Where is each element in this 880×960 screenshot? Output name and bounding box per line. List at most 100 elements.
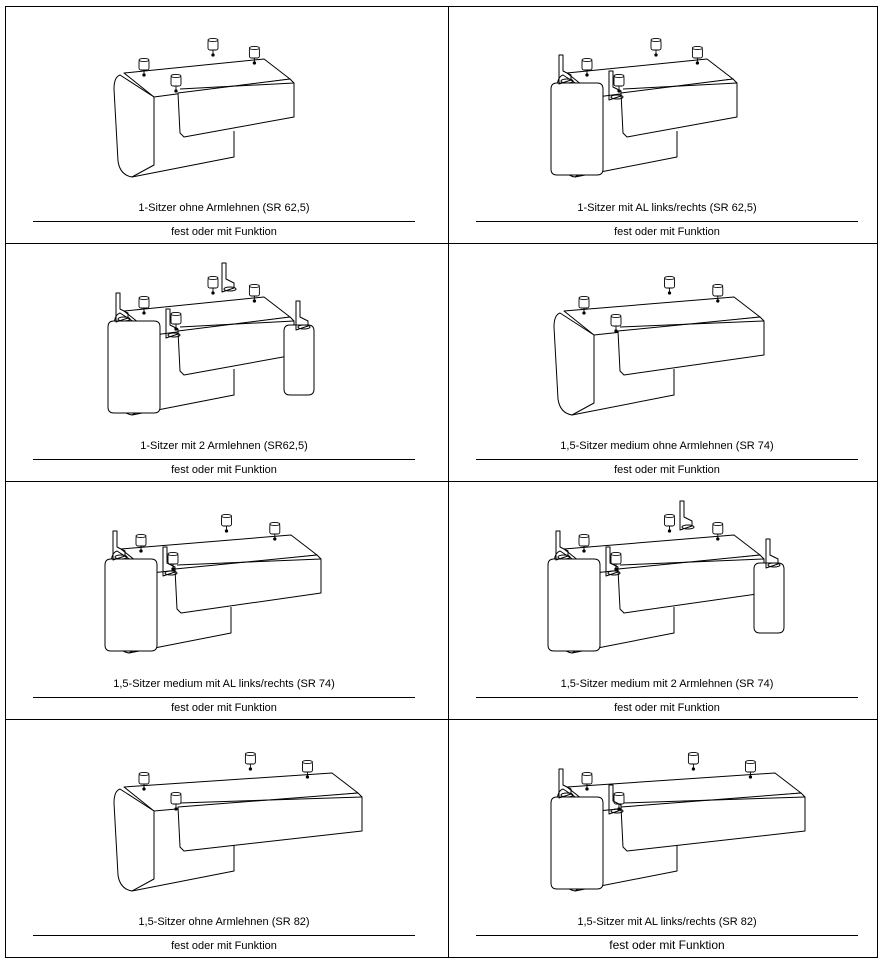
seat-cushion-block bbox=[174, 554, 322, 614]
seat-cushion-edge bbox=[179, 320, 295, 328]
armrest-bracket-icon bbox=[164, 570, 178, 576]
seat-base bbox=[131, 369, 235, 416]
variant-caption: fest oder mit Funktion bbox=[171, 226, 277, 238]
armrest-bracket-icon bbox=[558, 54, 572, 85]
mounting-peg-icon bbox=[650, 37, 662, 57]
armrest-block bbox=[753, 562, 785, 634]
armrest-bracket-icon bbox=[608, 784, 622, 815]
mounting-peg-icon bbox=[610, 313, 622, 333]
variant-caption: fest oder mit Funktion bbox=[609, 938, 725, 952]
grid-divider-row-1 bbox=[6, 243, 877, 244]
armrest-bracket-icon bbox=[607, 570, 621, 576]
armrest-bracket-icon bbox=[560, 792, 574, 798]
mounting-peg-icon bbox=[712, 521, 724, 541]
mounting-peg-icon bbox=[135, 533, 147, 553]
variant-caption: fest oder mit Funktion bbox=[614, 702, 720, 714]
grid-divider-row-2 bbox=[6, 481, 877, 482]
seat-cushion-block bbox=[617, 316, 765, 376]
seat-module-drawing bbox=[113, 751, 363, 892]
product-cell: 1,5-Sitzer ohne Armlehnen (SR 82) fest o… bbox=[6, 721, 442, 957]
seat-back-block bbox=[553, 312, 595, 416]
seat-base bbox=[571, 369, 675, 416]
armrest-bracket-icon bbox=[221, 262, 235, 293]
mounting-peg-icon bbox=[744, 759, 756, 779]
mounting-peg-icon bbox=[207, 37, 219, 57]
mounting-peg-icon bbox=[167, 551, 179, 571]
model-caption: 1,5-Sitzer medium mit AL links/rechts (S… bbox=[113, 678, 335, 690]
variant-caption: fest oder mit Funktion bbox=[171, 464, 277, 476]
mounting-peg-icon bbox=[170, 73, 182, 93]
armrest-bracket-icon bbox=[114, 554, 128, 560]
caption-underline bbox=[33, 459, 415, 460]
variant-caption: fest oder mit Funktion bbox=[171, 702, 277, 714]
seat-module-drawing bbox=[113, 37, 295, 178]
variant-caption: fest oder mit Funktion bbox=[614, 464, 720, 476]
armrest-bracket-icon bbox=[117, 316, 131, 322]
seat-cushion-edge bbox=[176, 558, 322, 566]
product-cell: 1,5-Sitzer medium mit AL links/rechts (S… bbox=[6, 483, 442, 719]
seat-base bbox=[128, 607, 232, 654]
mounting-peg-icon bbox=[691, 45, 703, 65]
seat-module-drawing bbox=[547, 500, 785, 654]
seat-base bbox=[574, 845, 678, 892]
seat-cushion-edge bbox=[619, 320, 765, 328]
seat-base bbox=[571, 607, 675, 654]
product-cell: 1,5-Sitzer medium ohne Armlehnen (SR 74)… bbox=[449, 245, 880, 481]
product-cell: 1-Sitzer ohne Armlehnen (SR 62,5) fest o… bbox=[6, 7, 442, 243]
armrest-block bbox=[104, 558, 158, 652]
mounting-peg-icon bbox=[138, 771, 150, 791]
armrest-bracket-icon bbox=[295, 300, 309, 331]
grid-divider-row-3 bbox=[6, 719, 877, 720]
caption-underline bbox=[476, 697, 858, 698]
mounting-peg-icon bbox=[244, 751, 256, 771]
seat-module-drawing bbox=[550, 37, 738, 178]
seat-back-block bbox=[113, 788, 155, 892]
model-caption: 1-Sitzer mit AL links/rechts (SR 62,5) bbox=[577, 202, 757, 214]
seat-module-drawing bbox=[107, 262, 315, 416]
seat-cushion-edge bbox=[622, 796, 806, 804]
mounting-peg-icon bbox=[581, 57, 593, 77]
armrest-bracket-icon bbox=[165, 308, 179, 339]
armrest-bracket-icon bbox=[608, 70, 622, 101]
mounting-peg-icon bbox=[170, 791, 182, 811]
grid-divider-vertical bbox=[448, 7, 449, 957]
armrest-bracket-icon bbox=[167, 332, 181, 338]
armrest-bracket-icon bbox=[767, 562, 781, 568]
armrest-block bbox=[550, 82, 604, 176]
mounting-peg-icon bbox=[687, 751, 699, 771]
seat-base bbox=[131, 131, 235, 178]
armrest-bracket-icon bbox=[681, 524, 695, 530]
armrest-bracket-icon bbox=[605, 546, 619, 577]
product-cell: 1,5-Sitzer mit AL links/rechts (SR 82) f… bbox=[449, 721, 880, 957]
armrest-bracket-icon bbox=[223, 286, 237, 292]
caption-underline bbox=[33, 221, 415, 222]
armrest-bracket-icon bbox=[610, 808, 624, 814]
seat-cushion-block bbox=[177, 78, 295, 138]
seat-module-drawing bbox=[553, 275, 765, 416]
armrest-bracket-icon bbox=[610, 94, 624, 100]
armrest-bracket-icon bbox=[558, 768, 572, 799]
armrest-block bbox=[547, 558, 601, 652]
armrest-bracket-icon bbox=[297, 324, 311, 330]
product-cell: 1,5-Sitzer medium mit 2 Armlehnen (SR 74… bbox=[449, 483, 880, 719]
mounting-peg-icon bbox=[712, 283, 724, 303]
model-caption: 1,5-Sitzer ohne Armlehnen (SR 82) bbox=[138, 916, 310, 928]
seat-base bbox=[131, 845, 235, 892]
seat-base bbox=[574, 131, 678, 178]
variant-caption: fest oder mit Funktion bbox=[171, 940, 277, 952]
model-caption: 1-Sitzer mit 2 Armlehnen (SR62,5) bbox=[140, 440, 308, 452]
seat-module-drawing bbox=[104, 513, 322, 654]
seat-cushion-edge bbox=[179, 82, 295, 90]
mounting-peg-icon bbox=[581, 771, 593, 791]
mounting-peg-icon bbox=[610, 551, 622, 571]
armrest-block bbox=[550, 796, 604, 890]
caption-underline bbox=[33, 697, 415, 698]
variant-caption: fest oder mit Funktion bbox=[614, 226, 720, 238]
armrest-bracket-icon bbox=[765, 538, 779, 569]
seat-cushion-block bbox=[177, 792, 363, 852]
model-caption: 1-Sitzer ohne Armlehnen (SR 62,5) bbox=[138, 202, 310, 214]
armrest-bracket-icon bbox=[162, 546, 176, 577]
mounting-peg-icon bbox=[138, 57, 150, 77]
armrest-block bbox=[283, 324, 315, 396]
mounting-peg-icon bbox=[578, 533, 590, 553]
